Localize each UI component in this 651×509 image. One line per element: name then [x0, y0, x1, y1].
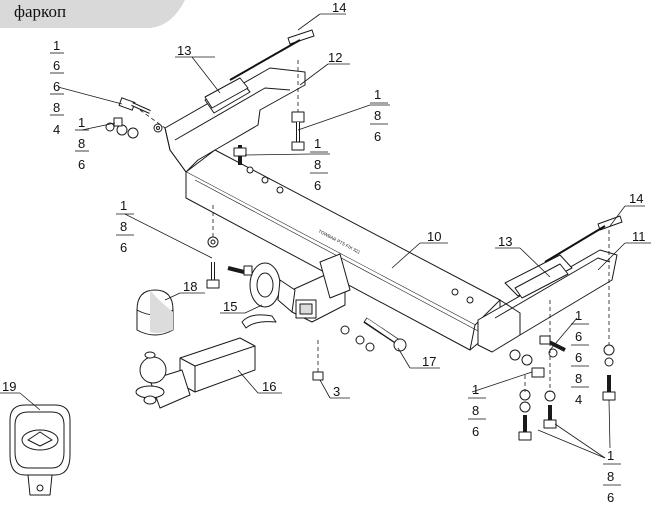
- frac-f1-0: 1: [53, 38, 60, 53]
- frac-f1-2: 6: [53, 79, 60, 94]
- frac-f6-4: 4: [575, 392, 582, 407]
- frac-f6-2: 6: [575, 350, 582, 365]
- frac-f6-3: 8: [575, 371, 582, 386]
- callout-12: 12: [328, 50, 342, 65]
- fraction-f1: 1 6 6 8 4: [50, 38, 64, 137]
- callout-14-left: 14: [332, 0, 346, 15]
- callout-18: 18: [183, 279, 197, 294]
- callout-15: 15: [223, 299, 237, 314]
- fasteners: [105, 97, 616, 441]
- frac-f6-1: 6: [575, 329, 582, 344]
- title-tab: фаркоп: [0, 0, 185, 28]
- frac-f4-1: 8: [314, 157, 321, 172]
- callout-13-left: 13: [177, 43, 191, 58]
- frac-f4-0: 1: [314, 136, 321, 151]
- callout-11: 11: [632, 229, 646, 244]
- fraction-f5: 1 8 6: [116, 198, 134, 255]
- frac-f1-1: 6: [53, 58, 60, 73]
- frac-f4-2: 6: [314, 178, 321, 193]
- socket-plate: [249, 262, 296, 313]
- title-tab-shape: [0, 0, 185, 28]
- fraction-f4: 1 8 6: [310, 136, 328, 193]
- frac-f7-2: 6: [472, 424, 479, 439]
- frac-f3-1: 8: [374, 108, 381, 123]
- fraction-f8: 1 8 6: [603, 448, 621, 505]
- frac-f3-0: 1: [374, 87, 381, 102]
- frac-f5-2: 6: [120, 240, 127, 255]
- fraction-f6: 1 6 6 8 4: [571, 308, 589, 407]
- page-title: фаркоп: [14, 2, 67, 21]
- mount-plate-left: [204, 77, 249, 109]
- fraction-f7: 1 8 6: [468, 382, 486, 439]
- hitch-receiver: [291, 253, 351, 323]
- frac-f1-4: 4: [53, 122, 60, 137]
- assembly-lines: [139, 60, 610, 392]
- leader-lines: [0, 13, 651, 459]
- callout-10: 10: [427, 229, 441, 244]
- frac-f1-3: 8: [53, 100, 60, 115]
- frac-f2-0: 1: [78, 115, 85, 130]
- fraction-f3: 1 8 6: [370, 87, 388, 144]
- top-strip-left: [287, 29, 315, 45]
- electric-socket: [9, 404, 71, 496]
- callout-3: 3: [333, 384, 340, 399]
- frac-f8-1: 8: [607, 469, 614, 484]
- ball-cover: [136, 289, 174, 336]
- callout-14-right: 14: [629, 191, 643, 206]
- frac-f2-2: 6: [78, 157, 85, 172]
- frac-f3-2: 6: [374, 129, 381, 144]
- callout-16: 16: [262, 379, 276, 394]
- callout-13-right: 13: [498, 234, 512, 249]
- callout-19: 19: [2, 379, 16, 394]
- frac-f5-0: 1: [120, 198, 127, 213]
- main-beam: [185, 149, 501, 351]
- frac-f8-2: 6: [607, 490, 614, 505]
- fraction-f2: 1 8 6: [75, 115, 89, 172]
- frac-f5-1: 8: [120, 219, 127, 234]
- frac-f7-0: 1: [472, 382, 479, 397]
- frac-f2-1: 8: [78, 136, 85, 151]
- callout-17: 17: [422, 354, 436, 369]
- frac-f7-1: 8: [472, 403, 479, 418]
- frac-f8-0: 1: [607, 448, 614, 463]
- frac-f6-0: 1: [575, 308, 582, 323]
- tow-ball: [135, 351, 167, 405]
- pin-and-clip: [241, 314, 407, 352]
